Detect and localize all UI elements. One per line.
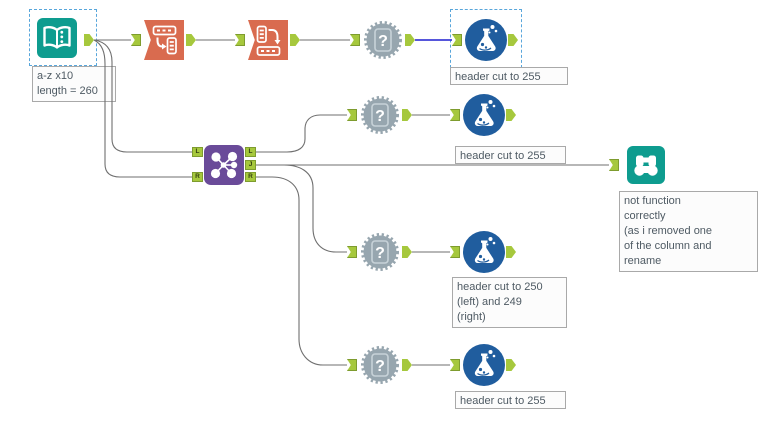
test-flask-icon (476, 25, 498, 51)
macro4-input-anchor[interactable] (347, 359, 357, 371)
test1-output-anchor[interactable] (508, 34, 518, 46)
connection-joinL-macro2[interactable] (256, 114, 347, 153)
annotation-line: not function (624, 195, 681, 207)
svg-text:?: ? (375, 108, 385, 125)
test3-output-anchor[interactable] (506, 246, 516, 258)
question-mark-macro-icon: ? (361, 96, 399, 134)
join-input-anchor-left[interactable]: L (192, 147, 203, 157)
join-anchor-label: R (248, 172, 253, 180)
tool-test-3[interactable] (463, 231, 505, 273)
test4-output-anchor[interactable] (506, 359, 516, 371)
test3-input-anchor[interactable] (450, 246, 460, 258)
tool-macro-question-1[interactable]: ? (361, 18, 405, 62)
tool-cross-tab[interactable] (248, 20, 288, 60)
join-network-icon (210, 151, 238, 179)
test-flask-icon (474, 100, 496, 126)
test-flask-icon (474, 237, 496, 263)
cross-tab-icon (256, 25, 281, 56)
join-output-anchor-left[interactable]: L (245, 147, 256, 157)
svg-text:?: ? (375, 358, 385, 375)
question-mark-macro-icon: ? (361, 233, 399, 271)
macro2-input-anchor[interactable] (347, 109, 357, 121)
annotation-browse[interactable]: not function correctly (as i removed one… (619, 191, 758, 272)
svg-text:?: ? (378, 33, 388, 50)
macro3-input-anchor[interactable] (347, 246, 357, 258)
annotation-line: header cut to 255 (460, 150, 546, 162)
svg-text:?: ? (375, 245, 385, 262)
annotation-test-4[interactable]: header cut to 255 (455, 391, 566, 409)
annotation-test-2[interactable]: header cut to 255 (455, 146, 566, 164)
selection-border-input-tool (29, 9, 97, 66)
annotation-line: a-z x10 (37, 70, 74, 82)
test4-input-anchor[interactable] (450, 359, 460, 371)
join-anchor-label: R (195, 172, 200, 180)
test2-output-anchor[interactable] (506, 109, 516, 121)
join-input-anchor-right[interactable]: R (192, 172, 203, 182)
tool-macro-question-4[interactable]: ? (358, 343, 402, 387)
transpose-output-anchor[interactable] (186, 34, 196, 46)
crosstab-input-anchor[interactable] (235, 34, 245, 46)
annotation-line: (right) (457, 311, 486, 323)
macro1-output-anchor[interactable] (405, 34, 415, 46)
tool-test-1[interactable] (465, 19, 507, 61)
macro4-output-anchor[interactable] (402, 359, 412, 371)
connection-input-join-right[interactable] (93, 39, 192, 178)
annotation-line: (left) and 249 (457, 296, 522, 308)
tool-macro-question-2[interactable]: ? (358, 93, 402, 137)
annotation-line: length = 260 (37, 85, 98, 97)
transpose-icon (152, 25, 177, 55)
join-anchor-label: J (248, 160, 253, 168)
input-output-anchor[interactable] (84, 34, 94, 46)
annotation-line: header cut to 250 (457, 281, 543, 293)
browse-binoculars-icon (634, 155, 658, 176)
annotation-line: of the column and (624, 240, 712, 252)
annotation-line: rename (624, 255, 662, 267)
annotation-line: correctly (624, 210, 666, 222)
join-output-anchor-right[interactable]: R (245, 172, 256, 182)
tool-input-data[interactable] (37, 18, 77, 58)
tool-test-4[interactable] (463, 344, 505, 386)
transpose-input-anchor[interactable] (131, 34, 141, 46)
crosstab-output-anchor[interactable] (290, 34, 300, 46)
macro3-output-anchor[interactable] (402, 246, 412, 258)
question-mark-macro-icon: ? (364, 21, 402, 59)
connection-joinJ-macro3[interactable] (256, 164, 347, 253)
browse-input-anchor[interactable] (609, 159, 619, 171)
annotation-test-1[interactable]: header cut to 255 (450, 67, 568, 85)
test-flask-icon (474, 350, 496, 376)
input-data-book-icon (43, 25, 71, 49)
test2-input-anchor[interactable] (450, 109, 460, 121)
annotation-test-3[interactable]: header cut to 250 (left) and 249 (right) (452, 277, 567, 328)
test1-input-anchor[interactable] (452, 34, 462, 46)
annotation-line: header cut to 255 (460, 395, 546, 407)
annotation-input[interactable]: a-z x10 length = 260 (32, 66, 116, 102)
tool-transpose[interactable] (144, 20, 184, 60)
tool-browse[interactable] (627, 146, 665, 184)
question-mark-macro-icon: ? (361, 346, 399, 384)
annotation-line: header cut to 255 (455, 71, 541, 83)
macro1-input-anchor[interactable] (350, 34, 360, 46)
tool-join[interactable] (204, 145, 244, 185)
join-output-anchor-join[interactable]: J (245, 160, 256, 170)
join-anchor-label: L (248, 147, 253, 155)
join-anchor-label: L (195, 147, 200, 155)
tool-macro-question-3[interactable]: ? (358, 230, 402, 274)
connection-joinR-macro4[interactable] (256, 176, 347, 366)
annotation-line: (as i removed one (624, 225, 713, 237)
tool-test-2[interactable] (463, 94, 505, 136)
macro2-output-anchor[interactable] (402, 109, 412, 121)
